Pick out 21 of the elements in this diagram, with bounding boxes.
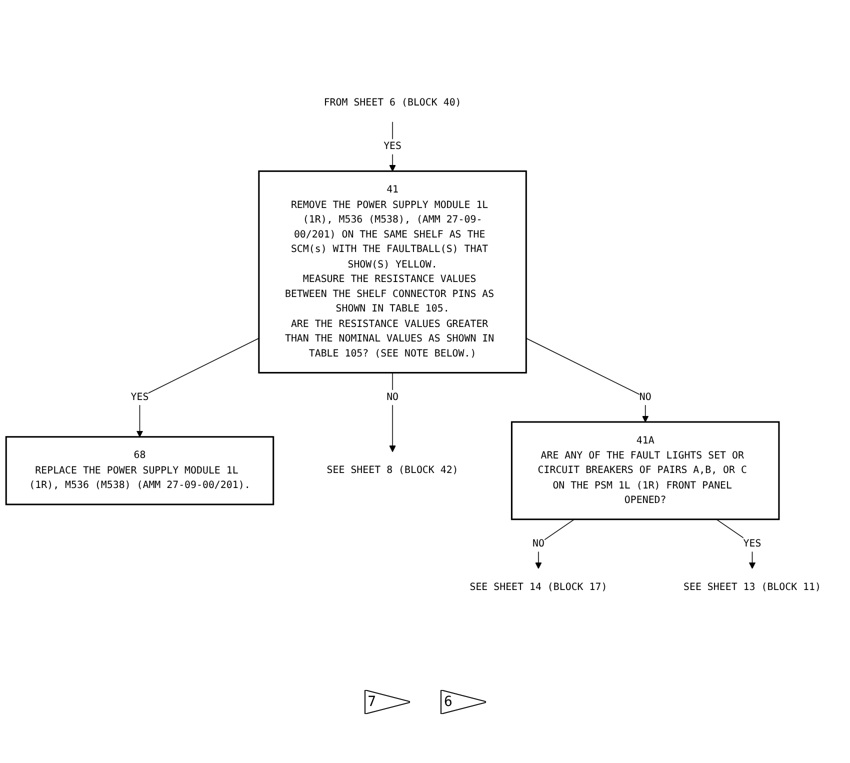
edge-label: NO [532, 538, 544, 550]
arrow [535, 518, 575, 569]
edge-label: YES [384, 140, 402, 152]
arrow [716, 518, 756, 569]
edge-label: YES [130, 391, 149, 403]
node-text: FROM SHEET 6 (BLOCK 40) [324, 96, 462, 108]
edge-label: NO [639, 391, 652, 403]
node-text: SEE SHEET 8 (BLOCK 42) [326, 464, 458, 476]
node-text: SEE SHEET 14 (BLOCK 17) [470, 581, 608, 593]
arrow [136, 338, 260, 437]
node-box: 68 REPLACE THE POWER SUPPLY MODULE 1L (1R), M536 (M538) (AMM 27-09-00/201). [5, 436, 274, 505]
arrow [389, 121, 396, 172]
edge-label: NO [386, 391, 399, 403]
node-text: SEE SHEET 13 (BLOCK 11) [684, 581, 821, 593]
arrow [389, 372, 396, 452]
triangle-flag: 7 [364, 690, 410, 714]
node-box: 41A ARE ANY OF THE FAULT LIGHTS SET OR CIRCUIT BREAKERS OF PAIRS A,B, OR C ON THE PSM 1L (1R) FRONT PANEL OPENED? [510, 420, 780, 520]
edge-label: YES [743, 538, 762, 550]
triangle-flag: 6 [440, 690, 486, 714]
node-box: 41 REMOVE THE POWER SUPPLY MODULE 1L (1R), M536 (M538), (AMM 27-09-00/201) ON THE SAME SHELF AS THE SCM(s) WITH THE FAULTBALL(S) THAT SHOW(S) YELLOW. MEASURE THE RESISTANCE VALUES BETWEEN THE SHELF CONNECTOR PINS AS SHOWN IN TABLE 105. ARE THE RESISTANCE VALUES GREATER THAN THE NOMINAL VALUES AS SHOWN IN TABLE 105? (SEE NOTE BELOW.) [258, 170, 527, 374]
arrow [526, 338, 649, 422]
